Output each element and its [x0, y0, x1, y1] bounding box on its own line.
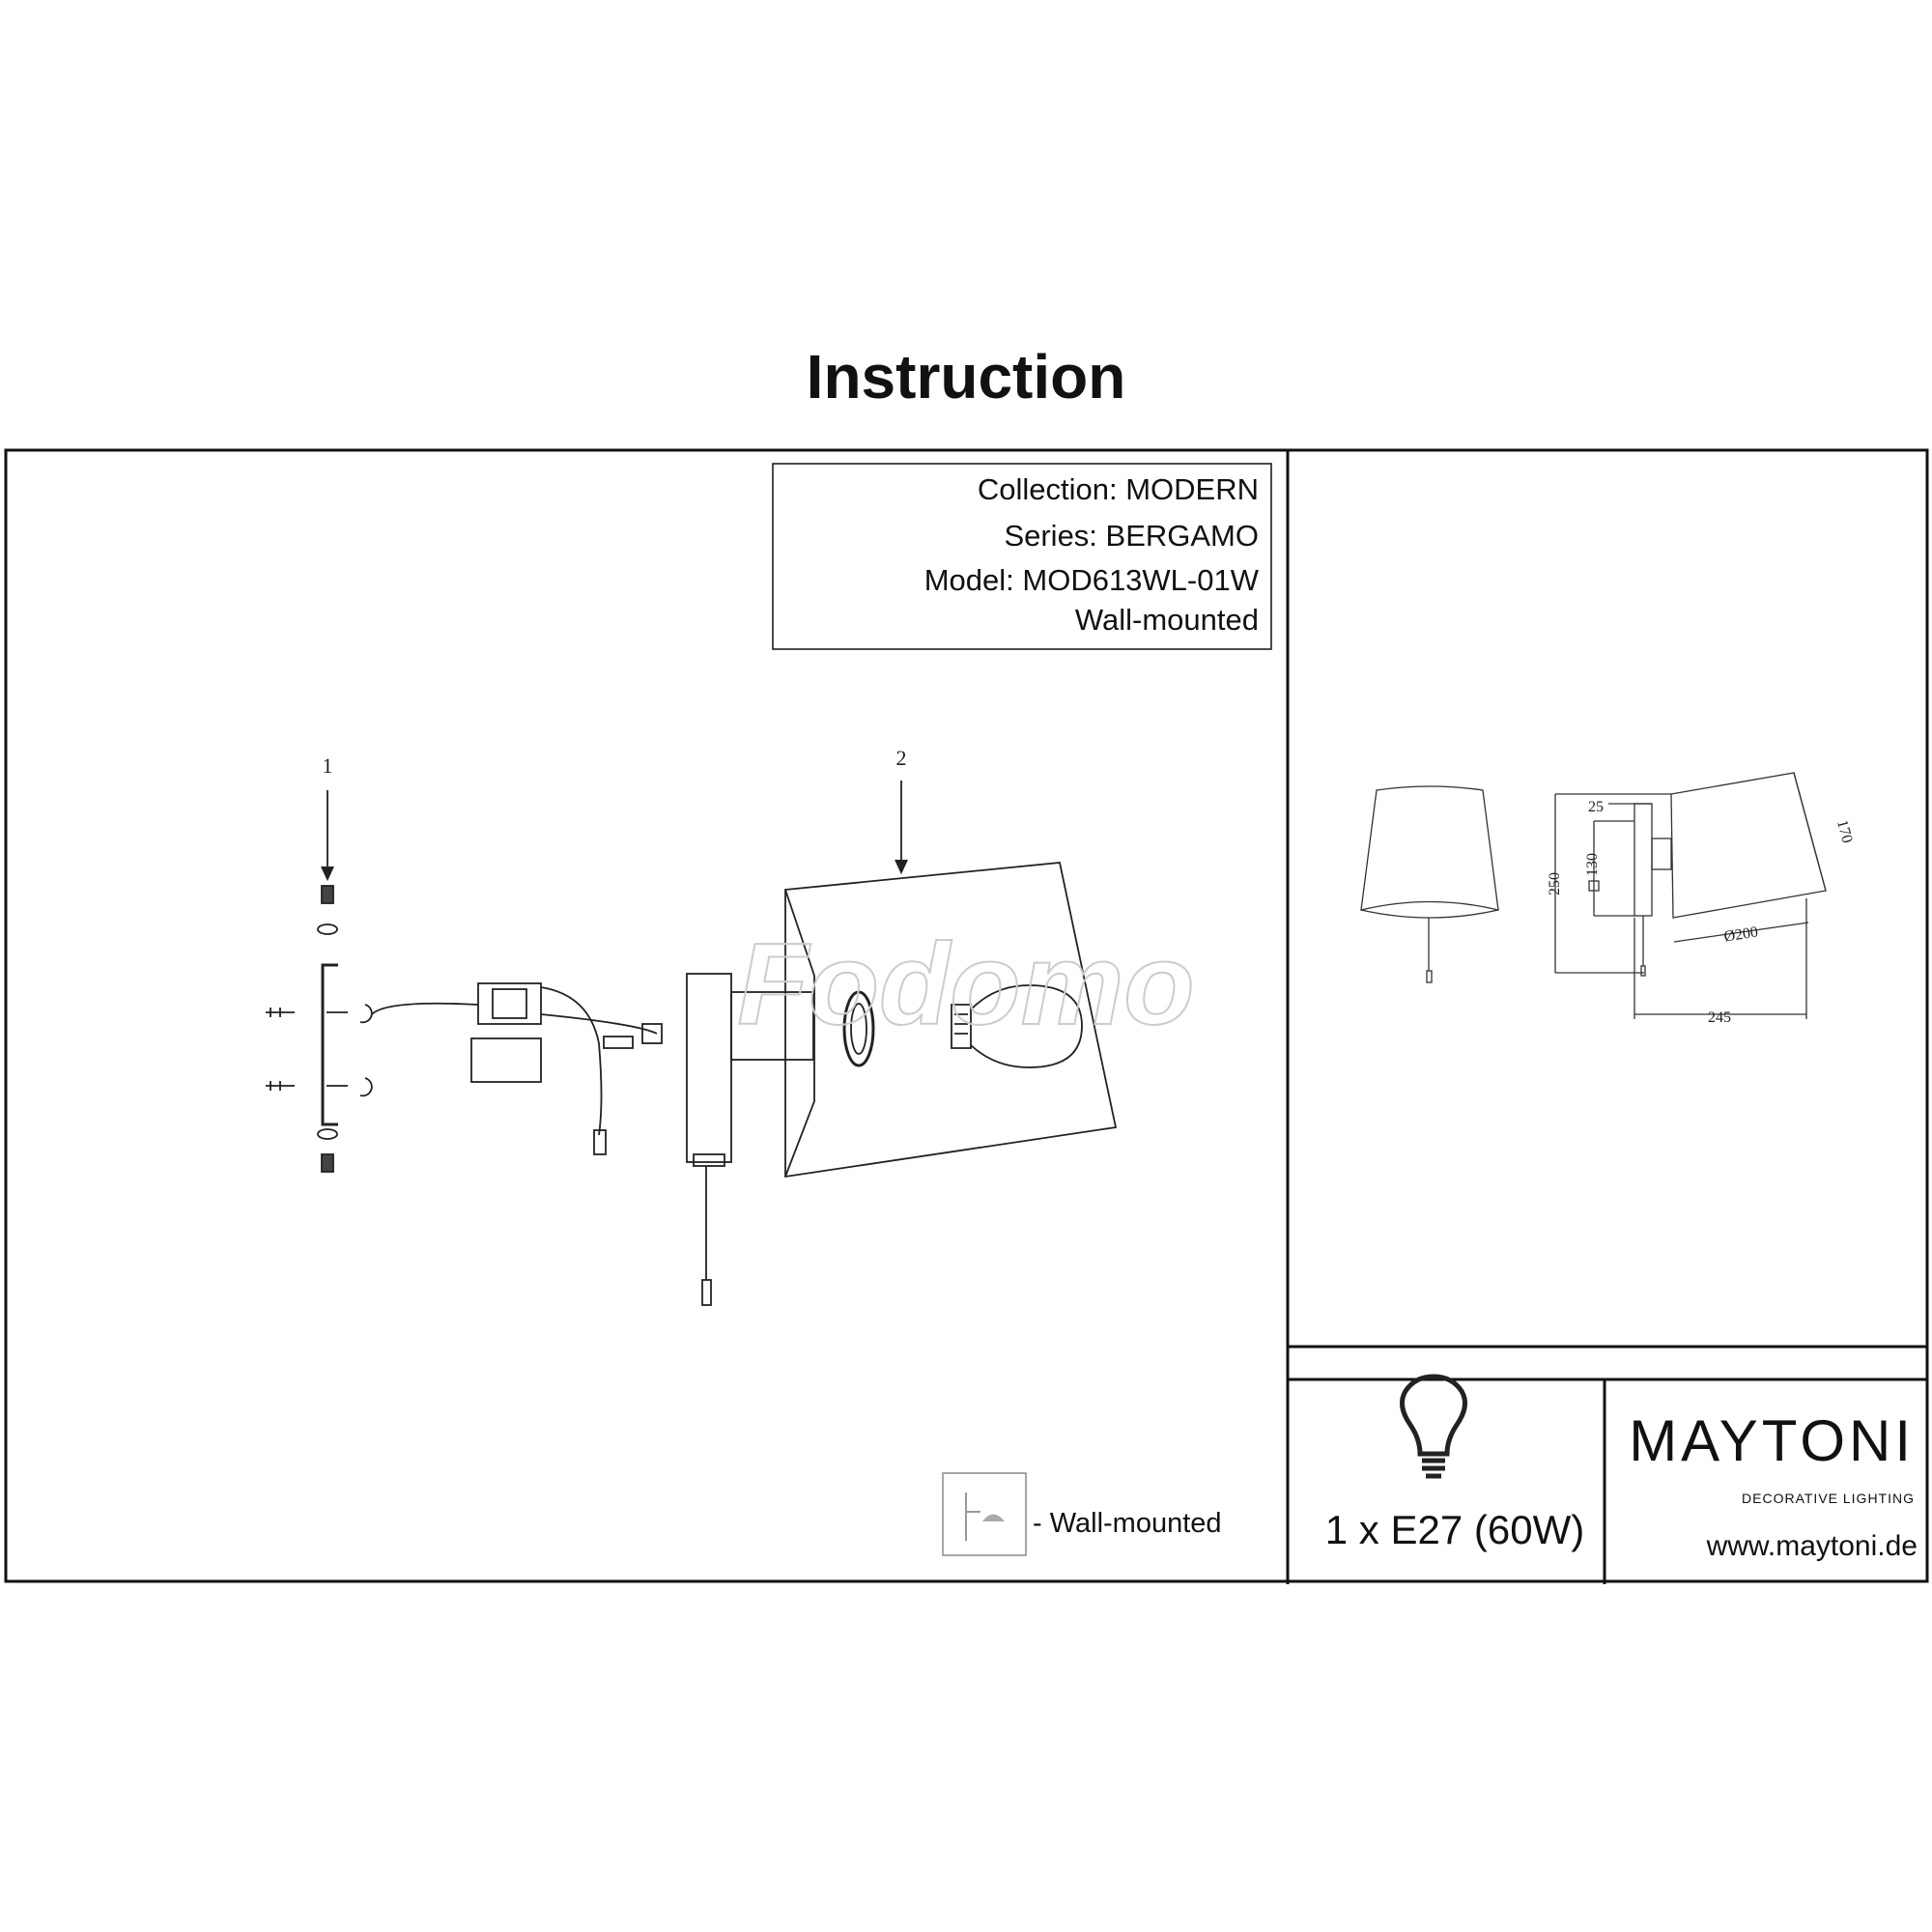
dimension-drawing: 25 130 250 170 Ø200 245	[1360, 772, 1856, 1026]
info-box: Collection: MODERN Series: BERGAMO Model…	[772, 463, 1272, 650]
website-link[interactable]: www.maytoni.de	[1706, 1530, 1918, 1562]
dim-130: 130	[1584, 853, 1601, 876]
assembly-drawing: 1 2 Fodomo	[266, 746, 1196, 1306]
dim-250: 250	[1547, 872, 1563, 895]
mounting-label: Wall-mounted	[1075, 603, 1259, 637]
part-1-label: 1	[323, 753, 333, 778]
model-label: Model: MOD613WL-01W	[924, 563, 1260, 597]
frame	[4, 448, 1929, 1584]
watermark: Fodomo	[737, 920, 1194, 1049]
brand-logo: MAYTONI	[1629, 1408, 1915, 1473]
dim-245: 245	[1708, 1009, 1731, 1026]
dim-200: Ø200	[1722, 923, 1759, 945]
bulb-spec: 1 x E27 (60W)	[1325, 1374, 1584, 1552]
brand-tagline: DECORATIVE LIGHTING	[1742, 1491, 1915, 1506]
page-title: Instruction	[807, 342, 1126, 412]
wall-mount-legend: - Wall-mounted	[942, 1472, 1222, 1556]
dim-25: 25	[1588, 799, 1604, 815]
bulb-icon	[1399, 1374, 1468, 1479]
wall-mounted-legend-label: - Wall-mounted	[1033, 1508, 1222, 1539]
brand-block: MAYTONI DECORATIVE LIGHTING www.maytoni.…	[1629, 1408, 1918, 1562]
wall-mount-icon	[942, 1472, 1027, 1556]
part-2-label: 2	[896, 746, 907, 770]
dim-170: 170	[1833, 818, 1856, 845]
bulb-spec-label: 1 x E27 (60W)	[1325, 1507, 1584, 1552]
wall-plugs	[266, 1004, 373, 1097]
series-label: Series: BERGAMO	[1004, 519, 1259, 553]
collection-label: Collection: MODERN	[978, 472, 1259, 506]
